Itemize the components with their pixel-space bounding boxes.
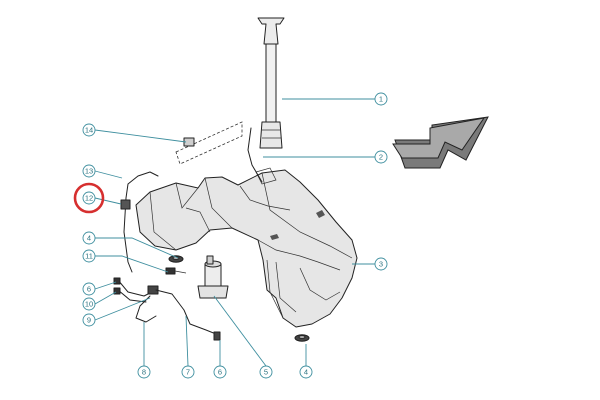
callout-8: 8 (137, 365, 151, 379)
leader-lines (94, 98, 376, 367)
callout-14: 14 (82, 123, 96, 137)
callout-10: 10 (82, 297, 96, 311)
direction-arrow (392, 116, 489, 169)
callout-7: 7 (181, 365, 195, 379)
callout-3: 3 (374, 257, 388, 271)
washers-and-nuts (165, 255, 310, 342)
callouts: 1 2 3 4 4 5 6 6 7 8 9 10 11 12 13 14 (82, 92, 388, 379)
svg-text:6: 6 (87, 285, 91, 294)
callout-9: 9 (82, 313, 96, 327)
callout-4-bottom: 4 (299, 365, 313, 379)
filler-neck (257, 17, 285, 149)
callout-11: 11 (82, 249, 96, 263)
callout-12: 12 (82, 191, 96, 205)
svg-text:8: 8 (142, 368, 146, 377)
svg-text:11: 11 (85, 252, 93, 261)
callout-5: 5 (259, 365, 273, 379)
svg-text:2: 2 (379, 153, 383, 162)
svg-text:10: 10 (85, 300, 93, 309)
svg-text:1: 1 (379, 95, 383, 104)
svg-text:6: 6 (218, 368, 222, 377)
fuel-tank (135, 167, 358, 328)
callout-1: 1 (374, 92, 388, 106)
callout-13: 13 (82, 164, 96, 178)
callout-4-left: 4 (82, 231, 96, 245)
callout-6-bottom: 6 (213, 365, 227, 379)
vent-hoses (120, 121, 263, 273)
svg-text:7: 7 (186, 368, 190, 377)
svg-text:9: 9 (87, 316, 91, 325)
svg-text:4: 4 (87, 234, 91, 243)
svg-text:12: 12 (85, 194, 93, 203)
highlight-ring (73, 182, 105, 214)
fuel-lines (113, 277, 221, 341)
callout-2: 2 (374, 150, 388, 164)
callout-6-left: 6 (82, 282, 96, 296)
fuel-pump (197, 255, 229, 299)
svg-text:3: 3 (379, 260, 383, 269)
svg-text:5: 5 (264, 368, 268, 377)
svg-text:14: 14 (85, 126, 93, 135)
svg-text:4: 4 (304, 368, 308, 377)
svg-text:13: 13 (85, 167, 93, 176)
